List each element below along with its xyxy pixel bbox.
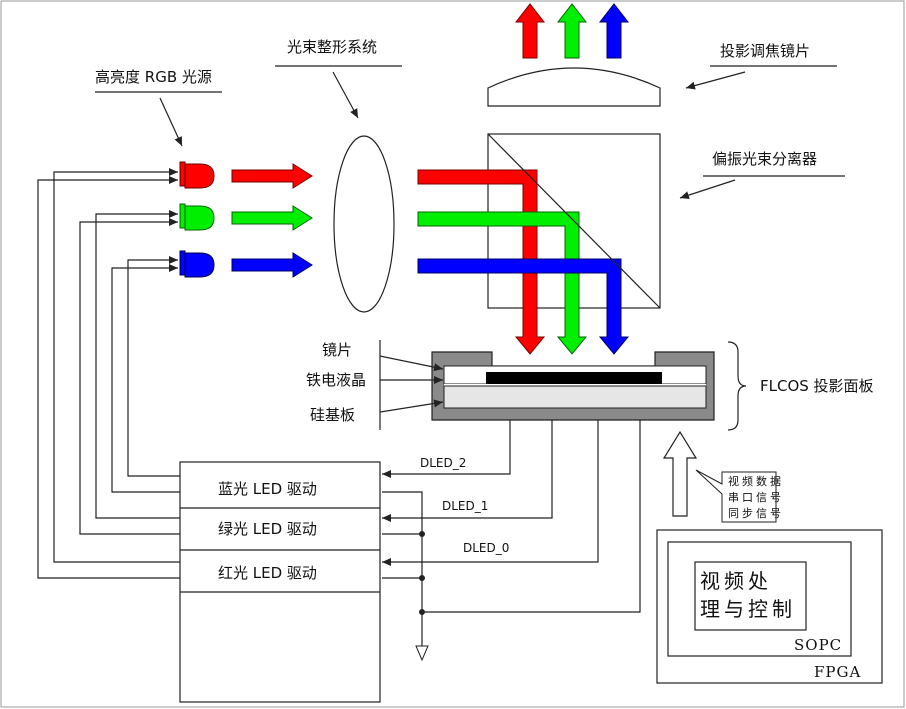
video-line-2: 理与控制 [700,597,796,621]
blue-led-wire-a [127,256,180,477]
video-processing-box [694,561,807,631]
dled2-label: DLED_2 [420,456,466,470]
blue-beam-in [231,252,313,278]
silicon-pointer [379,399,444,413]
beam-shaping-pointer [332,71,359,119]
flc-label: 铁电液晶 [306,371,366,389]
green-led [179,203,215,231]
mirror-label: 镜片 [322,341,352,359]
dled0-wire [382,420,599,566]
blue-driver-label: 蓝光 LED 驱动 [218,480,317,498]
bus-panel-link [422,420,641,613]
pbs-diagonal [487,133,661,309]
blue-led [179,250,215,278]
red-beam-in [231,163,313,189]
fpga-label: FPGA [814,663,861,681]
red-led [179,161,215,189]
green-beam-out [417,211,588,355]
dled1-label: DLED_1 [442,499,488,513]
common-bus [382,491,423,648]
projection-lens-label: 投影调焦镜片 [720,42,810,60]
flcos-label: FLCOS 投影面板 [760,377,874,395]
output-red-arrow [514,3,546,59]
silicon-label: 硅基板 [310,406,355,424]
red-led-wire-a [53,168,180,563]
mirror-pointer [379,355,444,372]
output-green-arrow [556,3,588,59]
pbs-pointer [679,179,736,200]
green-led-wire-a [95,210,180,519]
projection-lens [487,67,661,107]
dled1-wire [382,420,553,522]
pbs-label: 偏振光束分离器 [712,150,817,168]
dled2-wire [382,420,511,478]
video-line-1: 视频处 [700,569,772,593]
flcos-panel [431,351,715,421]
flcos-brace [727,341,747,431]
signal-line-2: 串口信号 [728,491,784,504]
blue-led-wire-b [111,264,180,493]
beam-shaping-lens [333,135,395,313]
junction-1 [419,531,425,537]
green-beam-in [231,205,313,231]
green-led-wire-b [79,218,180,535]
signal-line-1: 视频数据 [728,474,784,488]
green-driver-label: 绿光 LED 驱动 [218,520,317,538]
signal-line-3: 同步信号 [728,507,784,520]
beam-shaping-label: 光束整形系统 [287,38,377,56]
junction-3 [419,609,425,615]
red-beam-out [417,169,546,355]
red-led-wire-b [37,176,180,579]
sopc-label: SOPC [794,636,842,654]
light-source-pointer [159,97,183,147]
flc-layer [486,372,662,384]
red-driver-label: 红光 LED 驱动 [218,564,317,582]
signal-callout [695,469,777,523]
light-source-label: 高亮度 RGB 光源 [95,68,212,86]
signal-up-arrow [662,430,698,517]
driver-block [179,461,381,703]
output-blue-arrow [598,3,630,59]
ground-arrow [415,645,429,662]
blue-beam-out [417,258,630,355]
junction-2 [419,575,425,581]
projection-lens-pointer [685,71,746,90]
dled0-label: DLED_0 [463,541,509,555]
